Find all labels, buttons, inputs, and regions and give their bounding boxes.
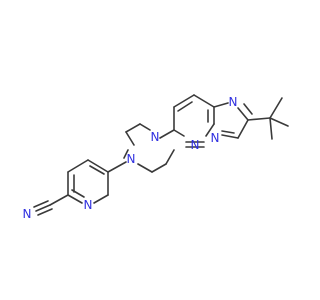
molecule-structure: N N N N N N N bbox=[23, 94, 289, 221]
atom-label-pyridazine-n: N bbox=[191, 138, 200, 152]
atom-labels: N N N N N N N bbox=[23, 95, 238, 221]
atom-label-imidazo-n-top: N bbox=[229, 95, 238, 109]
atom-label-piperazine-n1: N bbox=[127, 152, 136, 166]
atom-label-pyridine-n: N bbox=[84, 198, 93, 212]
atom-label-nitrile-n: N bbox=[23, 207, 32, 221]
bond-lines bbox=[33, 94, 289, 216]
atom-label-piperazine-n2: N bbox=[151, 130, 160, 144]
atom-label-imidazo-n-bridge: N bbox=[211, 131, 220, 145]
